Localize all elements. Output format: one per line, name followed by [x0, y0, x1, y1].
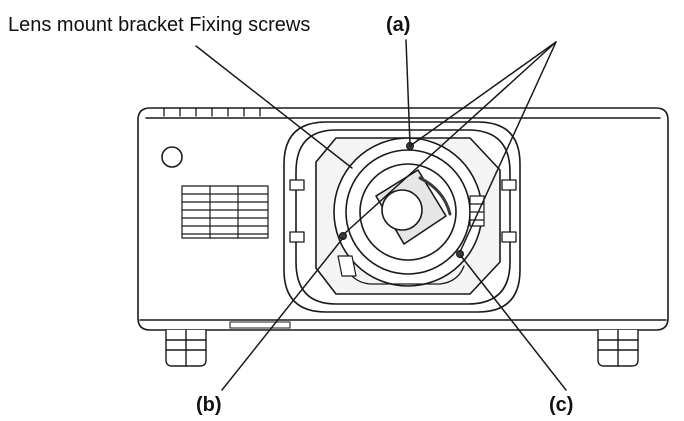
- label-b: (b): [196, 394, 222, 416]
- lens-inner-ring: [360, 164, 456, 260]
- leader-screw-1: [410, 42, 556, 146]
- lens-highlight: [420, 178, 450, 214]
- bracket-tabs: [290, 180, 516, 242]
- projector-feet: [166, 330, 638, 366]
- vent-grille: [182, 186, 268, 238]
- label-lens-mount-bracket: Lens mount bracket Fixing screws: [8, 14, 311, 36]
- leader-lines: [196, 40, 566, 390]
- leader-c: [461, 256, 566, 390]
- leader-screw-3: [460, 42, 556, 252]
- lens-lock-block: [470, 196, 484, 226]
- indicator-button: [162, 147, 182, 167]
- label-a: (a): [386, 14, 411, 36]
- label-c: (c): [549, 394, 574, 416]
- top-vent-tabs: [164, 108, 260, 116]
- lens-glass: [382, 190, 422, 230]
- lower-bracket-tab: [338, 256, 356, 276]
- leader-bracket: [196, 46, 352, 168]
- lens-recess-inner: [296, 130, 510, 304]
- leader-screw-2: [344, 42, 556, 234]
- bottom-vent: [230, 322, 290, 328]
- leader-a: [406, 40, 410, 144]
- leader-b: [222, 238, 343, 390]
